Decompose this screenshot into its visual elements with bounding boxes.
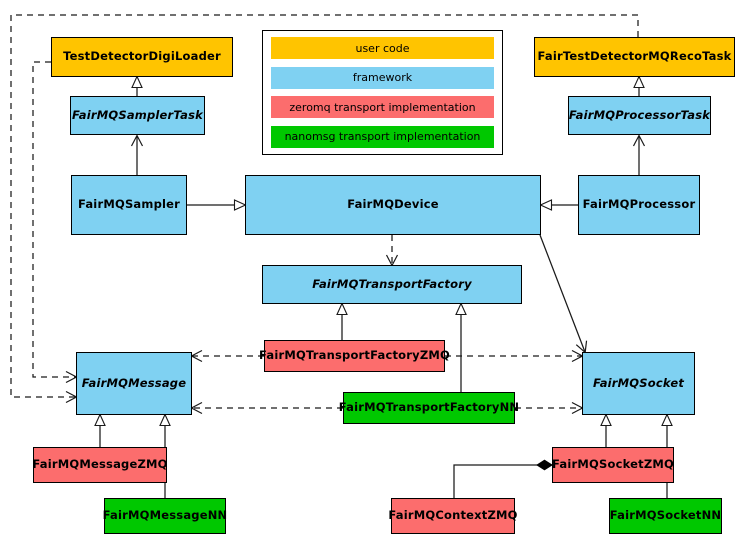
class-node-fairmq-transport-factory-zmq[interactable]: FairMQTransportFactoryZMQ (259, 340, 450, 372)
class-node-test-detector-digi-loader[interactable]: TestDetectorDigiLoader (51, 37, 233, 77)
legend-item-user-code: user code (271, 37, 494, 59)
class-node-fairmq-context-zmq[interactable]: FairMQContextZMQ (388, 498, 517, 534)
class-node-fairmq-transport-factory-nn[interactable]: FairMQTransportFactoryNN (339, 392, 519, 424)
class-node-fairmq-device[interactable]: FairMQDevice (245, 175, 541, 235)
legend-item-zeromq: zeromq transport implementation (271, 96, 494, 119)
class-node-fairmq-message-zmq[interactable]: FairMQMessageZMQ (32, 447, 167, 483)
class-node-fairmq-sampler[interactable]: FairMQSampler (71, 175, 187, 235)
class-node-fairmq-socket-zmq[interactable]: FairMQSocketZMQ (552, 447, 674, 483)
edge-compose-contextzmq-socketzmq (453, 459, 553, 498)
class-node-fairmq-transport-factory[interactable]: FairMQTransportFactory (262, 265, 522, 304)
class-node-fairmq-sampler-task[interactable]: FairMQSamplerTask (70, 96, 205, 135)
class-node-fairmq-processor[interactable]: FairMQProcessor (578, 175, 700, 235)
class-node-fair-test-detector-mq-reco-task[interactable]: FairTestDetectorMQRecoTask (534, 37, 735, 77)
class-node-fairmq-message[interactable]: FairMQMessage (76, 352, 192, 415)
legend: user code framework zeromq transport imple… (262, 30, 503, 155)
legend-item-nanomsg: nanomsg transport implementation (271, 125, 494, 148)
class-node-fairmq-processor-task[interactable]: FairMQProcessorTask (568, 96, 711, 135)
class-node-fairmq-socket[interactable]: FairMQSocket (582, 352, 695, 415)
legend-item-framework: framework (271, 66, 494, 89)
class-node-fairmq-socket-nn[interactable]: FairMQSocketNN (609, 498, 722, 534)
class-node-fairmq-message-nn[interactable]: FairMQMessageNN (103, 498, 227, 534)
edge-assoc-device-socket (539, 234, 588, 354)
